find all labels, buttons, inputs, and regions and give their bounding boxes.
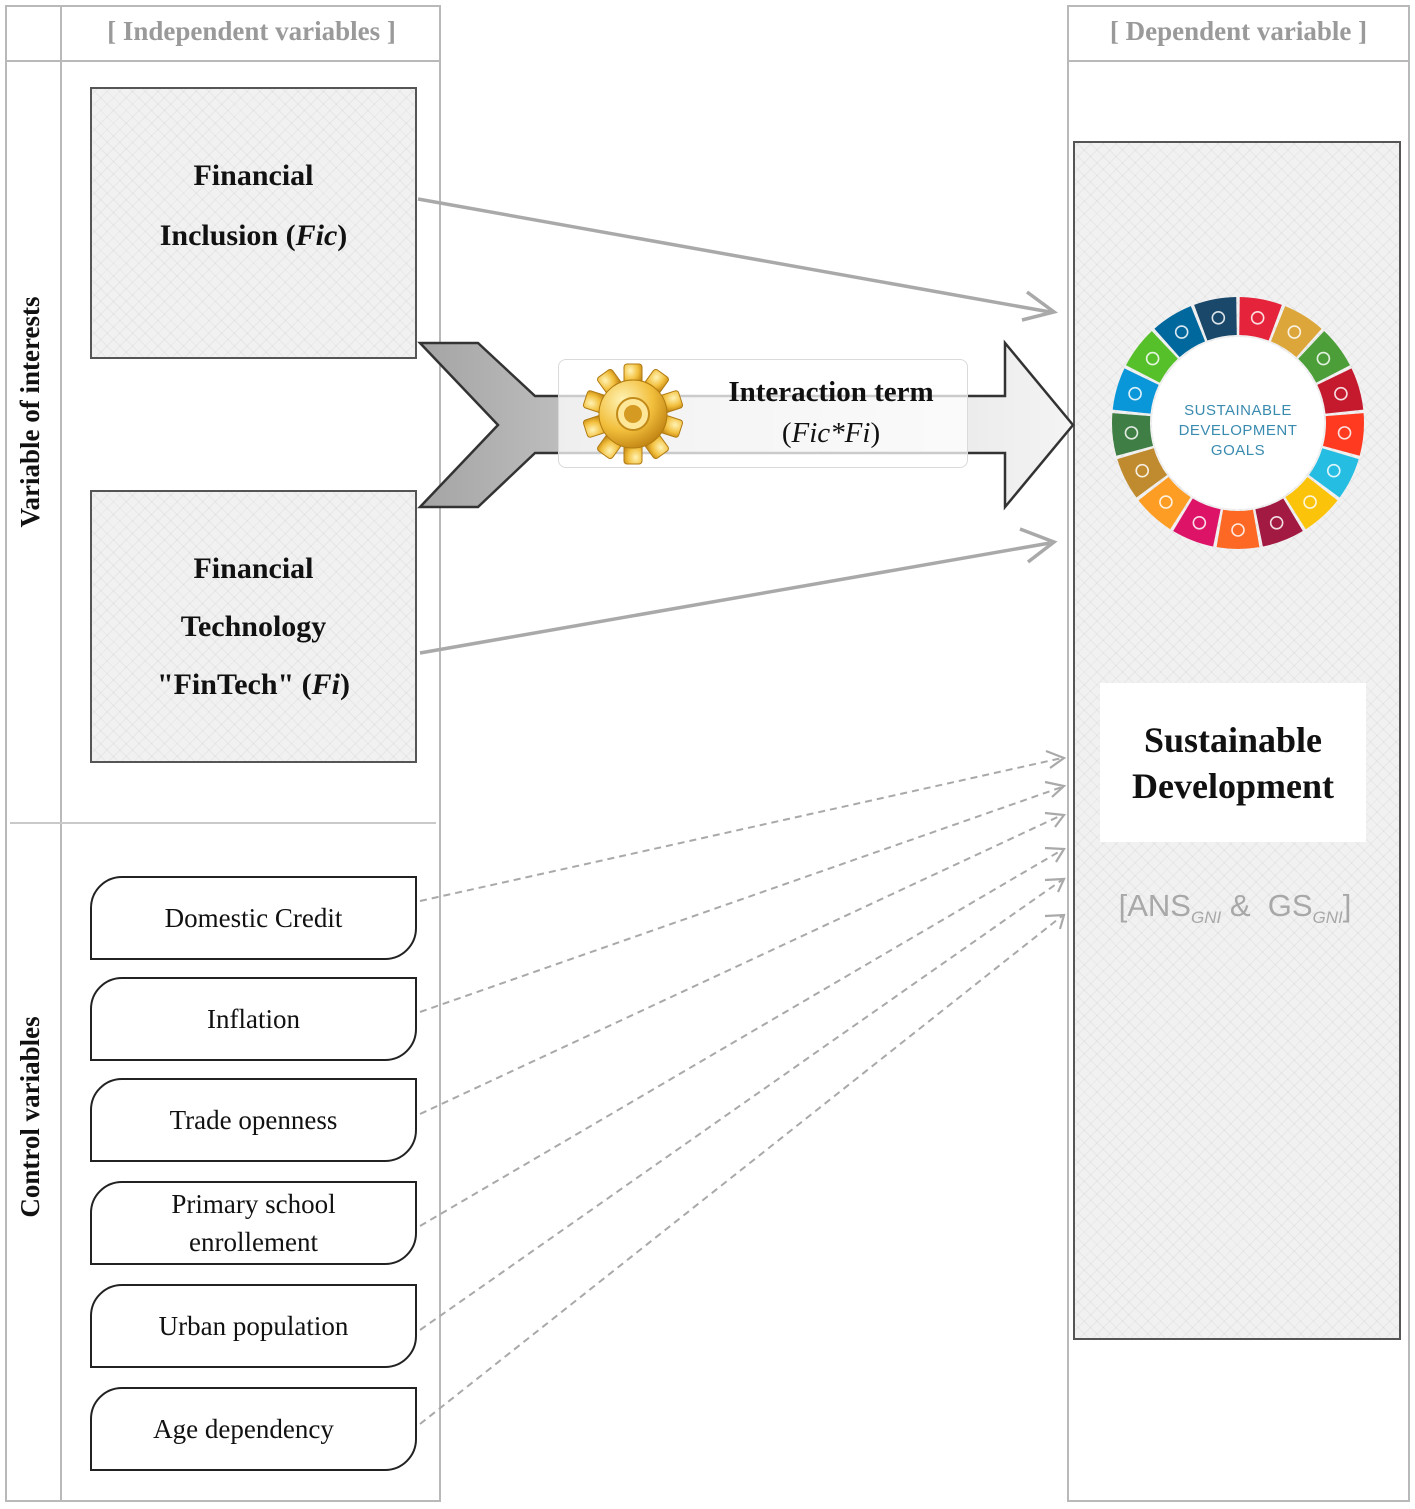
interaction-formula: Fic*Fi	[791, 417, 871, 449]
title-line1: Sustainable	[1143, 719, 1323, 760]
control-arrows	[419, 757, 1063, 1425]
sdg-pictogram-icon	[1231, 523, 1245, 537]
sdg-pictogram-icon	[1128, 386, 1142, 401]
label-column-divider	[60, 5, 62, 1502]
sdg-line1: SUSTAINABLE	[1184, 402, 1292, 419]
left-outer-frame	[5, 5, 441, 1502]
sdg-segment	[1317, 368, 1364, 414]
ans-subscript: GNI	[1190, 908, 1222, 928]
sdg-segment	[1112, 413, 1154, 456]
sdg-segment	[1308, 448, 1359, 498]
control-age-dependency: Age dependency	[90, 1387, 417, 1471]
sdg-segment	[1298, 331, 1350, 383]
sdg-pictogram-icon	[1135, 463, 1150, 478]
sdg-segment	[1270, 306, 1322, 358]
control-urban-population: Urban population	[90, 1284, 417, 1368]
sdg-pictogram-icon	[1316, 351, 1331, 366]
dependent-variable-header: [ Dependent variable ]	[1109, 16, 1368, 46]
sdg-line2: DEVELOPMENT	[1178, 422, 1298, 439]
fi-label-line2: Technology	[180, 609, 327, 643]
gear-icon	[582, 363, 684, 465]
interaction-term-title: Interaction term	[728, 376, 934, 408]
sdg-line3: GOALS	[1210, 442, 1266, 459]
sdg-segment	[1154, 306, 1206, 358]
sdg-pictogram-icon	[1337, 426, 1352, 440]
sdg-pictogram-icon	[1192, 515, 1207, 530]
fic-abbr: Fic	[295, 219, 338, 252]
fi-label-line1: Financial	[193, 551, 314, 585]
gs-subscript: GNI	[1312, 908, 1343, 928]
sdg-wheel	[1112, 297, 1364, 550]
right-outer-frame	[1067, 5, 1410, 1502]
control-inflation: Inflation	[90, 977, 417, 1061]
gs-label: GS	[1267, 888, 1313, 923]
sdg-segment	[1112, 368, 1159, 414]
fi-label-line3: "FinTech" (Fi)	[156, 667, 351, 701]
sustainable-development-title-box: Sustainable Development	[1100, 683, 1366, 842]
interaction-term-formula: (Fic*Fi)	[781, 417, 881, 449]
sdg-segment	[1138, 477, 1191, 530]
sdg-segment	[1255, 498, 1303, 547]
right-header-divider	[1067, 60, 1410, 62]
independent-variables-header: [ Independent variables ]	[107, 16, 396, 46]
fic-label-line2: Inclusion (Fic)	[159, 219, 348, 252]
sdg-pictogram-icon	[1174, 325, 1189, 339]
financial-technology-box: Financial Technology "FinTech" (Fi)	[90, 490, 417, 763]
sdg-pictogram-icon	[1124, 426, 1139, 440]
fi-abbr: Fi	[311, 667, 341, 701]
title-line2: Development	[1132, 765, 1334, 806]
sdg-segment	[1126, 331, 1178, 383]
sdg-segment	[1285, 477, 1338, 530]
measure-label: [ANSGNI & GSGNI]	[1118, 888, 1352, 928]
sdg-segment	[1194, 297, 1237, 341]
sdg-segment	[1216, 509, 1260, 550]
control-primary-school-enrollement: Primary school enrollement	[90, 1181, 417, 1265]
sdg-pictogram-icon	[1334, 386, 1348, 401]
control-variables-label: Control variables	[15, 1016, 45, 1218]
financial-inclusion-box: Financial Inclusion (Fic)	[90, 87, 417, 359]
sdg-wheel-label: SUSTAINABLE DEVELOPMENT GOALS	[1148, 401, 1328, 461]
sdg-pictogram-icon	[1269, 515, 1284, 530]
control-domestic-credit: Domestic Credit	[90, 876, 417, 960]
control-trade-openness: Trade openness	[90, 1078, 417, 1162]
sdg-pictogram-icon	[1326, 463, 1341, 478]
sdg-pictogram-icon	[1303, 495, 1317, 509]
section-divider	[10, 822, 436, 824]
sdg-segment	[1173, 498, 1221, 547]
sdg-segment	[1322, 413, 1364, 456]
sdg-segment	[1239, 297, 1282, 341]
sdg-pictogram-icon	[1145, 351, 1160, 366]
sdg-pictogram-icon	[1211, 311, 1226, 325]
sdg-pictogram-icon	[1159, 495, 1173, 509]
ans-label: ANS	[1127, 888, 1191, 923]
sdg-segment	[1117, 448, 1168, 498]
variable-of-interests-label: Variable of interests	[15, 296, 45, 528]
left-header-divider	[5, 60, 441, 62]
sdg-pictogram-icon	[1250, 311, 1265, 325]
sdg-pictogram-icon	[1287, 325, 1302, 339]
fic-label-line1: Financial	[193, 159, 314, 192]
